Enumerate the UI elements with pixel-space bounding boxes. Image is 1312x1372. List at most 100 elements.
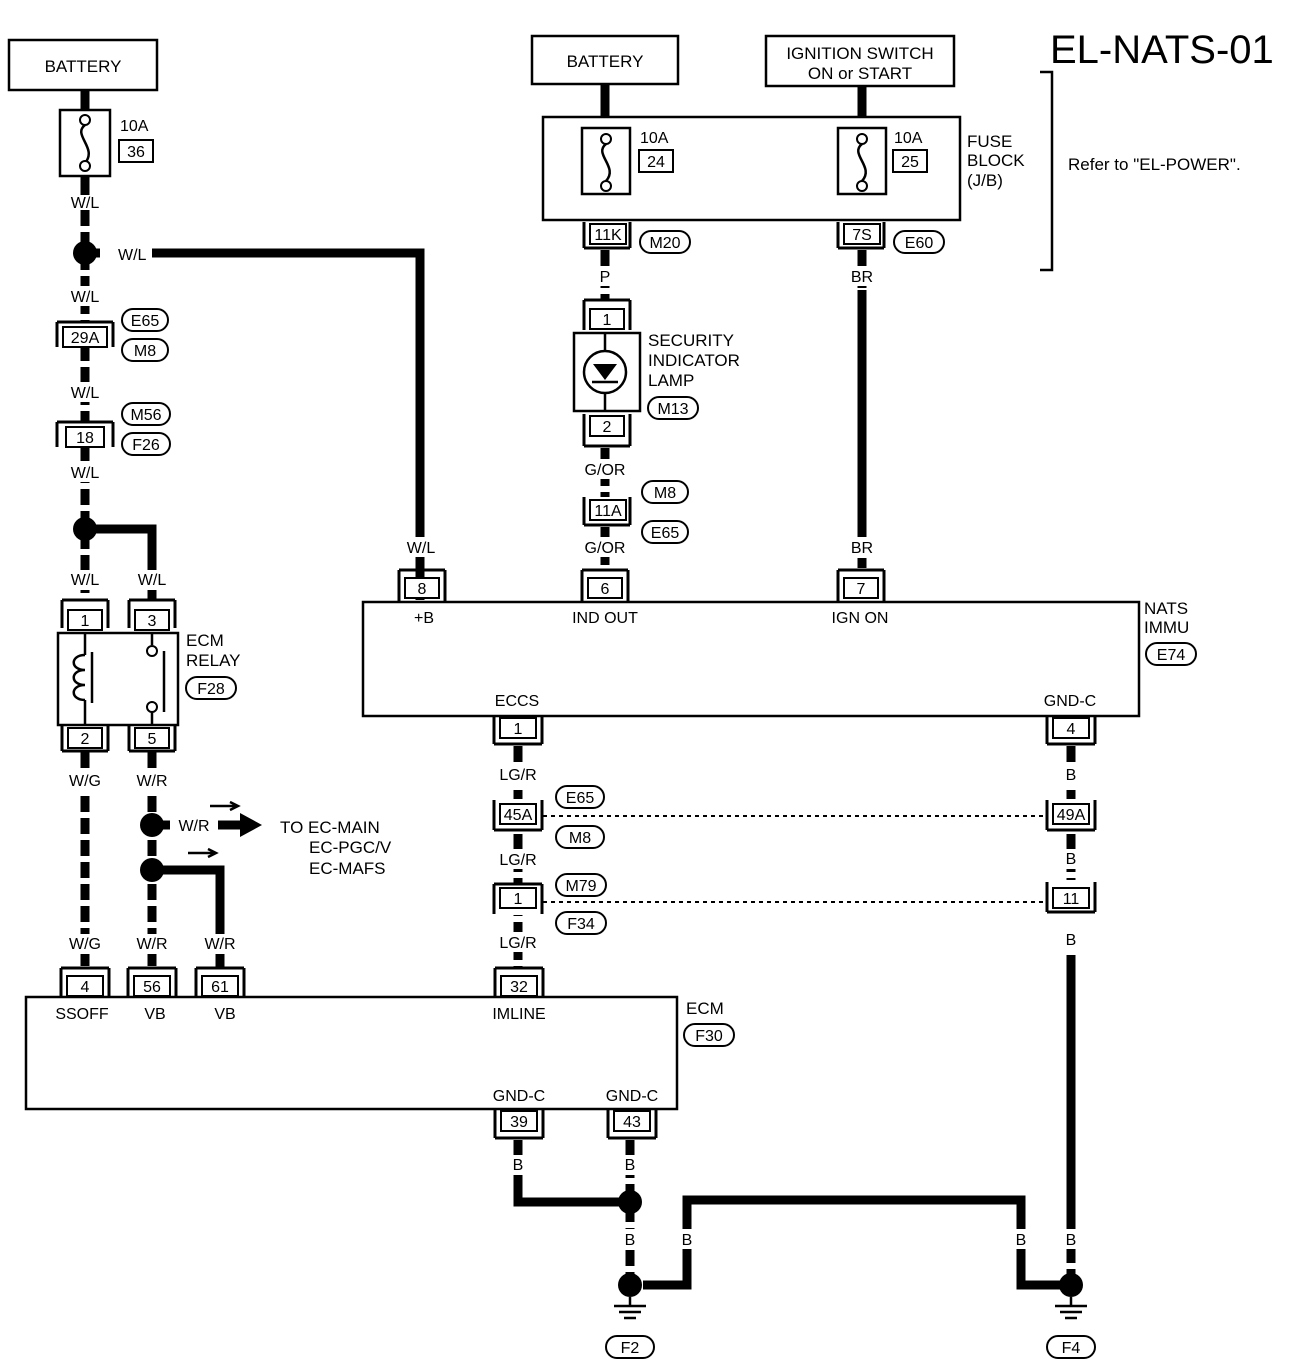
ref-e60: E60	[893, 230, 945, 254]
wire-label: BR	[851, 540, 873, 557]
junction-dot	[618, 1273, 642, 1297]
wire-label: LG/R	[499, 852, 536, 869]
wire-label: B	[1066, 851, 1077, 868]
svg-text:TO EC-MAIN: TO EC-MAIN	[280, 818, 380, 837]
svg-text:F26: F26	[132, 437, 160, 454]
ref-e65: E65	[555, 785, 605, 809]
svg-text:M79: M79	[565, 878, 596, 895]
battery-left: BATTERY	[7, 38, 159, 92]
svg-text:36: 36	[127, 144, 145, 161]
svg-text:IGN ON: IGN ON	[832, 610, 889, 627]
svg-text:4: 4	[81, 979, 90, 996]
wire-label: G/OR	[585, 540, 626, 557]
ref-e65: E65	[121, 308, 169, 332]
fuse-block: 10A 24 10A 25 FUSE BLOCK (J/B)	[541, 115, 1025, 222]
wire-label: B	[1066, 932, 1077, 949]
nats-immu-module: 8 6 7 +B IND OUT IGN ON ECCS GND-C 1 4 N…	[361, 568, 1189, 746]
svg-text:7S: 7S	[852, 227, 872, 244]
svg-text:M8: M8	[569, 830, 591, 847]
svg-text:VB: VB	[214, 1006, 235, 1023]
svg-text:ON or START: ON or START	[808, 64, 912, 83]
ignition-switch: IGNITION SWITCH ON or START	[764, 34, 956, 88]
svg-text:18: 18	[76, 430, 94, 447]
svg-text:M20: M20	[649, 235, 680, 252]
svg-text:F2: F2	[621, 1340, 640, 1357]
svg-text:GND-C: GND-C	[1044, 693, 1096, 710]
wire-label: W/R	[204, 936, 235, 953]
to-ec-label: TO EC-MAIN EC-PGC/V EC-MAFS	[280, 818, 392, 878]
svg-text:11: 11	[1063, 891, 1080, 908]
ref-m79: M79	[555, 873, 607, 897]
svg-text:1: 1	[603, 312, 612, 329]
wire-label: W/L	[71, 572, 100, 589]
wire-wl	[85, 248, 425, 600]
svg-text:GND-C: GND-C	[493, 1088, 545, 1105]
refer-bracket	[1040, 70, 1054, 272]
svg-text:GND-C: GND-C	[606, 1088, 658, 1105]
connector-1: 1	[492, 882, 544, 915]
connector-45a: 45A	[492, 799, 544, 832]
junction-dot	[1059, 1273, 1083, 1297]
svg-text:ECM: ECM	[686, 999, 724, 1018]
wire-label: G/OR	[585, 462, 626, 479]
wire-b	[643, 1195, 1071, 1290]
ref-f34: F34	[555, 911, 607, 935]
svg-text:F30: F30	[695, 1028, 723, 1045]
svg-text:EC-PGC/V: EC-PGC/V	[309, 838, 392, 857]
junction-dot	[73, 517, 97, 541]
wire-label: W/L	[71, 195, 100, 212]
svg-text:F34: F34	[567, 916, 595, 933]
wire-b	[513, 1175, 630, 1207]
svg-text:SECURITY: SECURITY	[648, 331, 734, 350]
svg-text:M56: M56	[130, 407, 161, 424]
wire-label: W/G	[69, 936, 101, 953]
arrow-icon	[240, 813, 262, 837]
ecm-relay: 1 3 2 5 ECM RELAY	[56, 598, 241, 753]
ref-e65: E65	[641, 520, 689, 544]
svg-text:LAMP: LAMP	[648, 371, 694, 390]
wire-label: B	[513, 1157, 524, 1174]
svg-text:56: 56	[143, 979, 161, 996]
wire-label: B	[625, 1157, 636, 1174]
wire-label: W/L	[138, 572, 167, 589]
svg-text:10A: 10A	[894, 130, 923, 147]
wire-label: W/R	[136, 773, 167, 790]
wire-label: W/R	[178, 818, 209, 835]
ref-f28: F28	[185, 676, 237, 700]
svg-text:INDICATOR: INDICATOR	[648, 351, 740, 370]
svg-text:61: 61	[211, 979, 229, 996]
ref-f30: F30	[683, 1023, 735, 1047]
connector-11k: 11K	[582, 222, 632, 250]
ref-m56: M56	[121, 402, 171, 426]
svg-text:IGNITION SWITCH: IGNITION SWITCH	[786, 44, 933, 63]
ground-icon	[614, 1297, 646, 1320]
svg-text:M8: M8	[134, 343, 156, 360]
svg-text:NATS: NATS	[1144, 599, 1188, 618]
fuse-36: 10A 36	[58, 108, 154, 178]
diagram-title: EL-NATS-01	[1050, 28, 1274, 72]
svg-text:25: 25	[901, 154, 919, 171]
svg-text:2: 2	[603, 419, 612, 436]
svg-text:10A: 10A	[640, 130, 669, 147]
junction-dot	[140, 813, 164, 837]
svg-text:RELAY: RELAY	[186, 651, 241, 670]
svg-text:SSOFF: SSOFF	[55, 1006, 109, 1023]
ref-e74: E74	[1145, 642, 1197, 666]
svg-text:BLOCK: BLOCK	[967, 151, 1025, 170]
ref-m8: M8	[641, 480, 689, 504]
svg-text:F28: F28	[197, 681, 225, 698]
svg-text:29A: 29A	[71, 330, 100, 347]
svg-text:1: 1	[81, 613, 90, 630]
wire-label: LG/R	[499, 767, 536, 784]
ref-f4: F4	[1046, 1335, 1096, 1359]
svg-text:FUSE: FUSE	[967, 132, 1012, 151]
wire-label: W/L	[71, 385, 100, 402]
svg-text:6: 6	[601, 581, 610, 598]
svg-text:+B: +B	[414, 610, 434, 627]
ref-f2: F2	[605, 1335, 655, 1359]
security-indicator-lamp: 1 2 SECURITY INDICATOR LAMP	[572, 298, 740, 448]
svg-text:BATTERY: BATTERY	[567, 52, 644, 71]
svg-text:2: 2	[81, 731, 90, 748]
wire-label: W/R	[136, 936, 167, 953]
